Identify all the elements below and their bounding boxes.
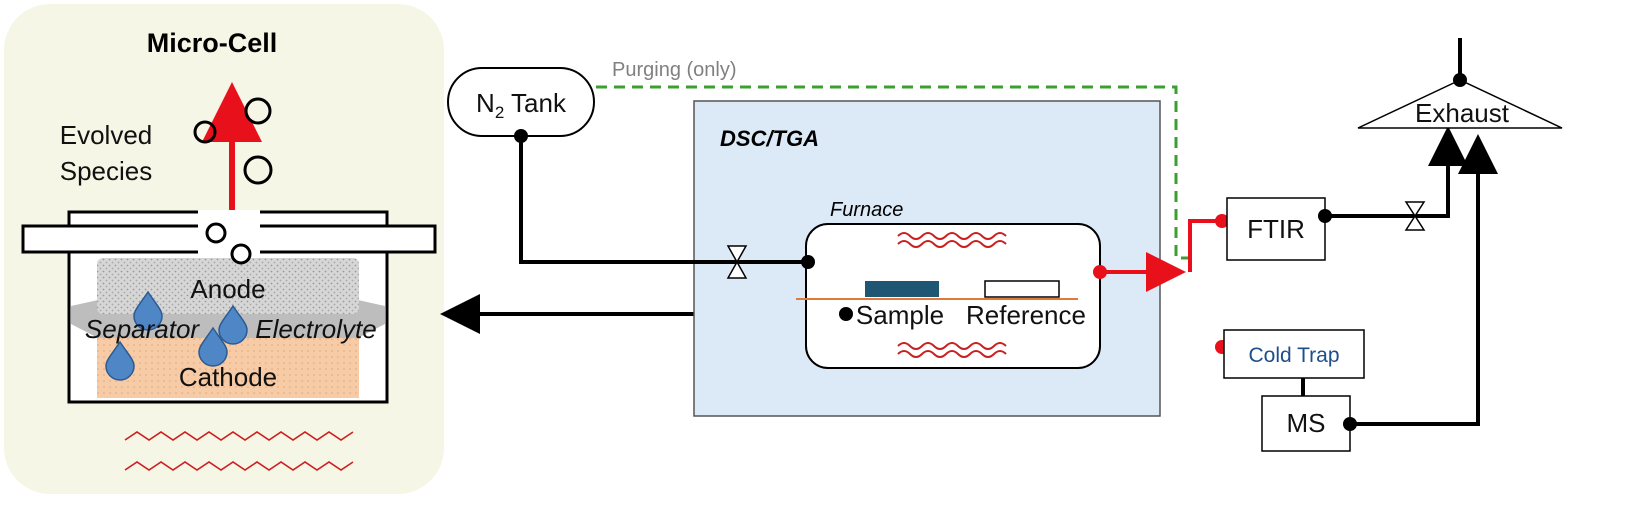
electrolyte-droplet [105,340,135,381]
furnace-heater [897,342,1007,358]
ms-box [1261,395,1351,452]
heater-zigzag [124,431,354,441]
ms-outlet-port [1343,417,1357,431]
exhaust-port [1453,73,1467,87]
micro-cell-panel: Micro-Cell Evolved Species Anode Separat… [4,4,444,494]
gas-bubble [244,97,272,125]
sample-port [839,307,853,321]
reference-pan [984,280,1060,298]
valve-icon[interactable] [726,245,748,279]
furnace-outlet-port [1093,265,1107,279]
furnace-inlet-port [801,255,815,269]
micro-cell-title: Micro-Cell [147,28,278,58]
furnace: Sample Reference [796,223,1101,369]
electrolyte-droplet [133,290,163,331]
furnace-box [805,223,1101,369]
anode-layer [97,258,359,314]
ftir-box [1226,197,1326,261]
cathode-layer [97,336,359,398]
ms-label: MS [1287,408,1326,438]
n2-tank: N2 Tank [447,67,595,137]
electrolyte-droplet [198,326,228,367]
cold-trap-label: Cold Trap [1248,344,1339,367]
gas-bubble [193,120,217,144]
heater-zigzag [124,461,354,471]
valve-icon[interactable] [1404,201,1426,231]
ftir-label: FTIR [1247,214,1305,244]
reference-label: Reference [966,300,1086,330]
ms-to-exhaust-line [1350,134,1498,426]
gas-bubble [243,155,273,185]
n2-tank-port [514,129,528,143]
separator-label: Separator [85,314,201,344]
exhaust-label: Exhaust [1415,98,1510,128]
cold-trap-box [1223,329,1365,379]
purging-label: Purging (only) [612,59,737,81]
gas-bubble [230,243,252,265]
sample-pan [865,281,939,297]
furnace-label: Furnace [830,199,903,221]
evolved-species-label-line2: Species [60,156,153,186]
ftir-to-exhaust-line [1325,126,1468,218]
electrolyte-droplet [218,304,248,345]
anode-label: Anode [190,274,265,304]
exhaust-hood [1357,79,1563,129]
outlet-split-line [1188,219,1220,272]
sample-label: Sample [856,300,944,330]
cathode-label: Cathode [179,362,277,392]
n2-tank-label: N2 Tank [476,88,567,122]
ftir-outlet-port [1318,209,1332,223]
dsc-tga-title: DSC/TGA [720,126,819,151]
electrolyte-label: Electrolyte [255,314,376,344]
evolved-species-label-line1: Evolved [60,120,153,150]
furnace-heater [897,232,1007,248]
n2-feed-line [519,136,808,264]
gas-bubble [205,222,227,244]
ftir-inlet-port [1215,214,1229,228]
